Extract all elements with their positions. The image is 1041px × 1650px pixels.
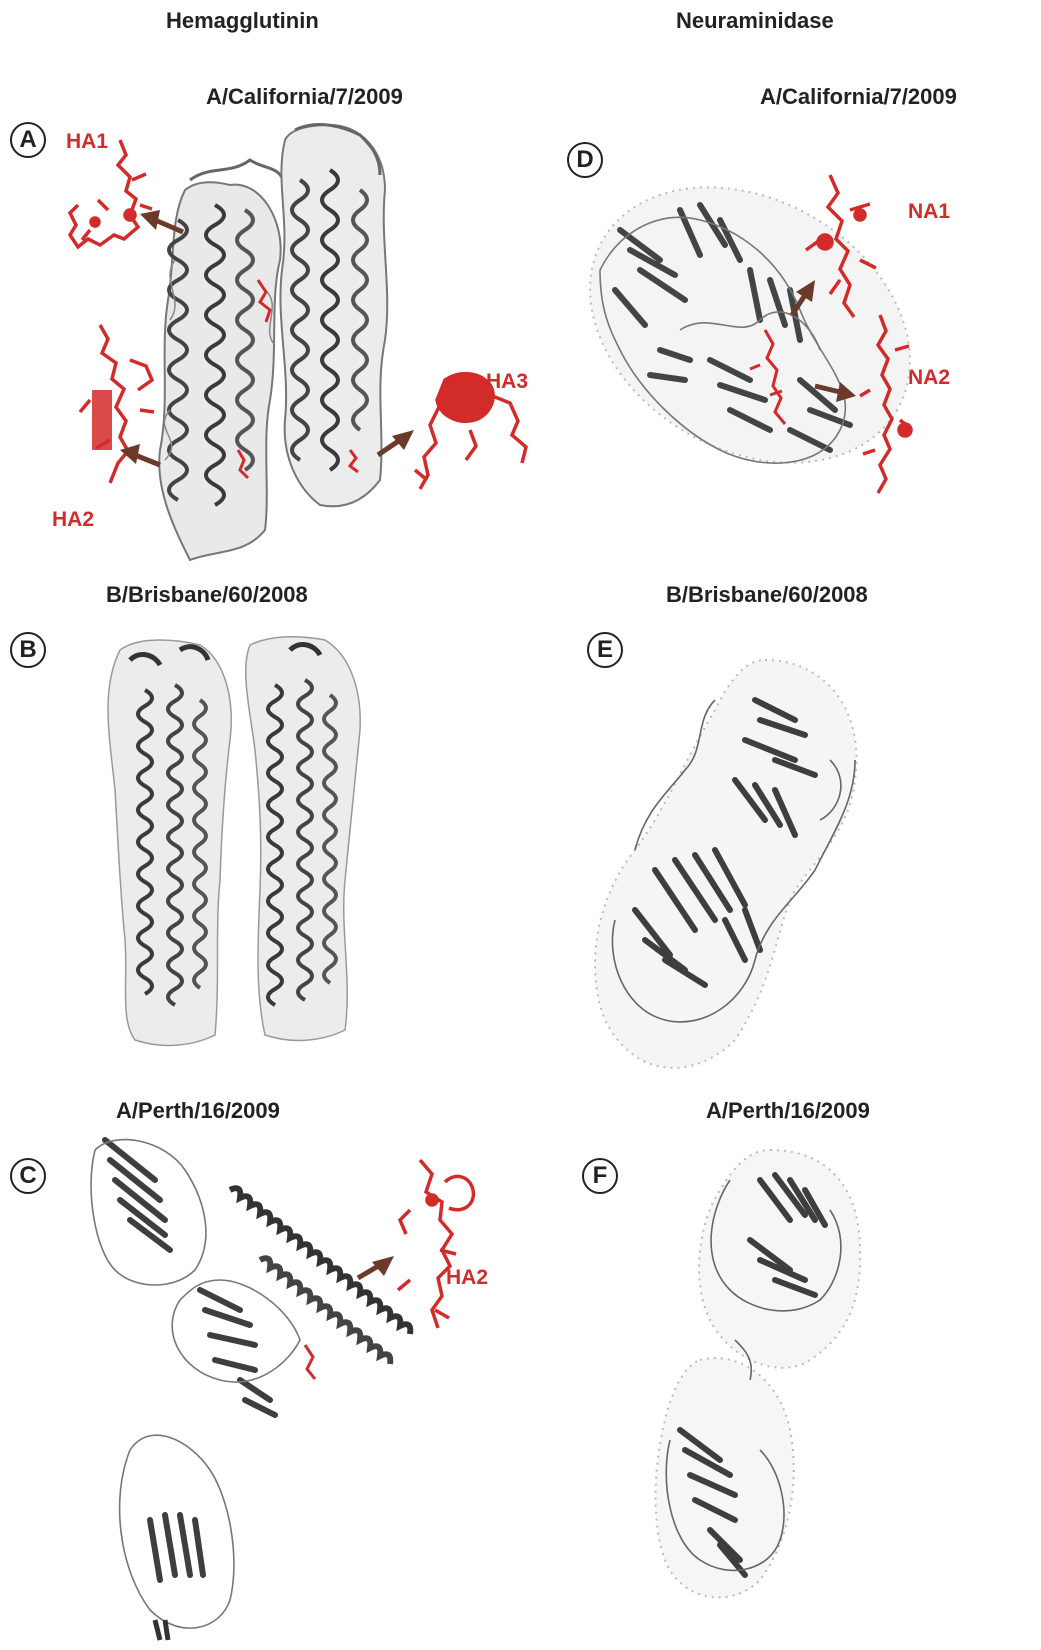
panel-f-structure [640, 1140, 890, 1610]
panel-b-letter: B [10, 632, 46, 668]
panel-b-strain: B/Brisbane/60/2008 [106, 582, 308, 608]
panel-b-structure [90, 630, 390, 1060]
panel-e-structure [575, 640, 895, 1100]
panel-e-strain: B/Brisbane/60/2008 [666, 582, 868, 608]
panel-d-strain: A/California/7/2009 [760, 84, 957, 110]
column-title-hemagglutinin: Hemagglutinin [166, 8, 319, 34]
panel-a-hemagglutinin-trimer-right [280, 125, 387, 507]
panel-b-hemagglutinin-left [108, 640, 231, 1045]
panel-c-epitope-site [305, 1345, 315, 1379]
panel-c-hemagglutinin [91, 1140, 410, 1640]
panel-f-letter: F [582, 1158, 618, 1194]
faint-watermark [808, 1134, 812, 1146]
panel-b-hemagglutinin-right [246, 637, 360, 1041]
panel-f-neuraminidase [656, 1150, 861, 1597]
panel-f-strain: A/Perth/16/2009 [706, 1098, 870, 1124]
panel-a-hemagglutinin-trimer-left [159, 160, 285, 560]
panel-a-structure [0, 110, 560, 580]
panel-d-neuraminidase [540, 132, 959, 519]
panel-d-structure [560, 150, 1030, 570]
panel-a-epitope-ha3 [415, 374, 526, 489]
panel-c-structure [80, 1120, 520, 1640]
panel-c-arrow [358, 1256, 394, 1278]
column-title-neuraminidase: Neuraminidase [676, 8, 834, 34]
panel-c-letter: C [10, 1158, 46, 1194]
panel-a-strain: A/California/7/2009 [206, 84, 403, 110]
panel-a-epitope-ha1 [70, 140, 152, 247]
panel-c-epitope-ha2 [398, 1160, 473, 1328]
panel-e-neuraminidase [595, 660, 857, 1068]
